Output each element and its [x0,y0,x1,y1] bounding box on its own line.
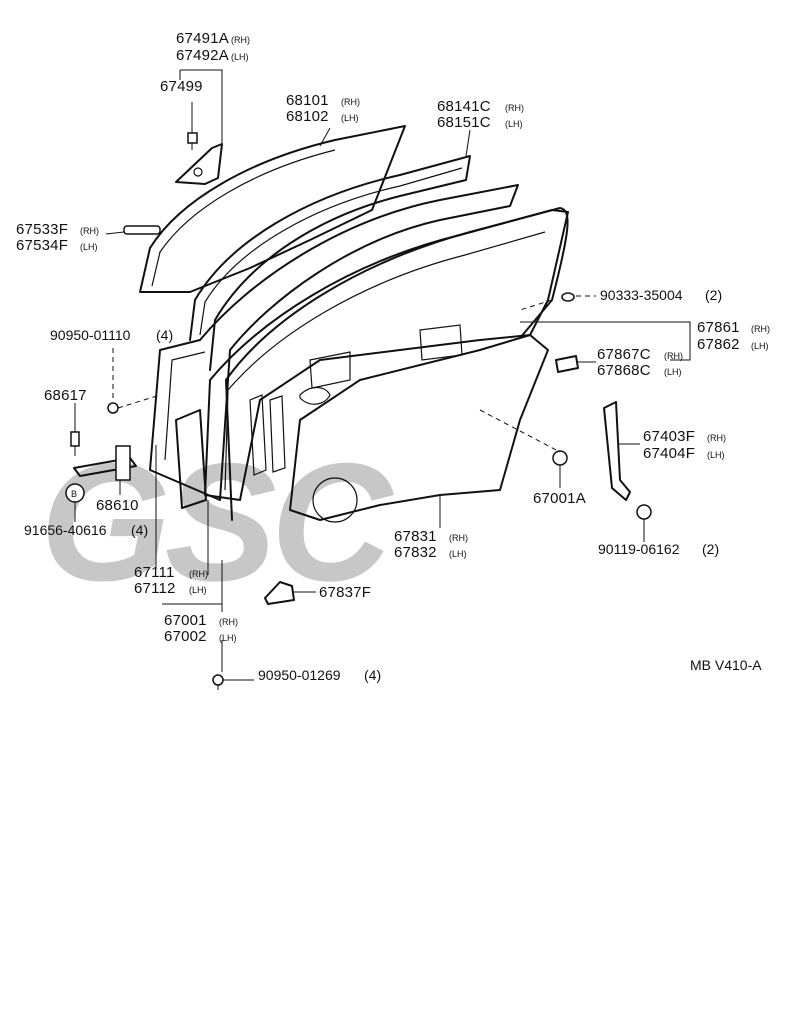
part-number: 67832 [394,544,437,561]
door-frame-outer [149,184,519,501]
part-number: 68617 [44,387,87,404]
callout-68610: 68610 [96,497,139,514]
part-number: 68102 [286,108,329,125]
part-number: 67533F [16,221,68,238]
part-number: 67491A [176,30,229,47]
door-check-68610 [73,445,137,481]
part-number: 67868C [597,362,651,379]
side-note: (RH) [449,533,468,543]
callout-67837F: 67837F [319,584,371,601]
callout-67499: 67499 [160,78,203,95]
quantity: (2) [705,287,722,303]
callout-67867C: 67867C (RH) 67868C (LH) [597,346,683,379]
callout-67001A: 67001A [533,490,586,507]
part-number: 67499 [160,78,203,95]
callout-67491A: 67491A (RH) 67492A (LH) [176,30,250,64]
part-number: 67837F [319,584,371,601]
leader-lines [74,69,691,681]
door-glass [139,125,406,293]
watermark-text: GSC [40,428,395,616]
diagram-code: MB V410-A [690,657,762,673]
door-weatherstrip [225,207,569,521]
part-number: 67112 [134,580,176,597]
part-number: 67831 [394,528,437,545]
quantity: (2) [702,541,719,557]
part-number: 67867C [597,346,651,363]
outer-handle-67837F [264,581,295,605]
callout-68101: 68101 (RH) 68102 (LH) [286,92,360,125]
screw-90119 [636,504,652,520]
part-number: 67534F [16,237,68,254]
part-number: 67001 [164,612,207,629]
side-note: (LH) [231,52,249,62]
side-note: (LH) [751,341,769,351]
side-note: (RH) [219,617,238,627]
callout-67533F: 67533F (RH) 67534F (LH) [16,221,99,254]
bolt-91656-marker: B [65,483,85,503]
side-note: (RH) [231,35,250,45]
part-number: 67492A [176,47,229,64]
part-number: 67403F [643,428,695,445]
part-number: 68101 [286,92,329,109]
part-number: 68610 [96,497,139,514]
cap-67001A [552,450,568,466]
side-note: (LH) [505,119,523,129]
side-note: (RH) [189,569,208,579]
part-number: 68141C [437,98,491,115]
side-note: (LH) [707,450,725,460]
plug-90333 [561,292,575,302]
part-number: 67861 [697,319,740,336]
side-note: (LH) [189,585,207,595]
clip-90950-01269 [212,674,224,690]
part-number: 67002 [164,628,207,645]
side-note: (LH) [219,633,237,643]
side-note: (RH) [664,351,683,361]
part-number: 90950-01110 [50,327,131,343]
callout-67861: 67861 (RH) 67862 (LH) [697,319,770,353]
callout-90950-01269: 90950-01269 (4) [258,667,381,683]
screw-67499 [187,132,198,150]
quarter-window-glass [175,143,223,185]
part-number: 67001A [533,490,586,507]
callout-90333: 90333-35004 (2) [600,287,722,303]
side-note: (LH) [80,242,98,252]
side-note: (LH) [449,549,467,559]
callout-68141C: 68141C (RH) 68151C (LH) [437,98,524,131]
side-note: (RH) [751,324,770,334]
part-number: 68151C [437,114,491,131]
part-number: 90119-06162 [598,541,680,557]
part-number: 67111 [134,564,175,581]
quantity: (4) [131,522,148,538]
side-note: (RH) [80,226,99,236]
bracket-67867C [555,355,579,373]
glass-run-67403F [603,401,631,501]
callout-67111: 67111 (RH) 67112 (LH) [134,564,208,597]
run-channel-68141C [189,155,471,371]
side-note: (LH) [664,367,682,377]
callout-90119: 90119-06162 (2) [598,541,719,557]
callout-68617: 68617 [44,387,87,404]
callout-67403F: 67403F (RH) 67404F (LH) [643,428,726,462]
service-hole-cover [289,334,549,523]
bolt-marker-letter: B [71,489,77,499]
part-number: 90333-35004 [600,287,683,303]
side-note: (RH) [707,433,726,443]
part-number: 67862 [697,336,740,353]
door-hinge-67111 [175,409,207,509]
clip-90950-01110 [107,402,119,414]
quantity: (4) [156,327,173,343]
part-number: 90950-01269 [258,667,341,683]
side-note: (RH) [505,103,524,113]
part-number: 91656-40616 [24,522,107,538]
belt-moulding-67533F [123,225,161,235]
side-note: (RH) [341,97,360,107]
part-number: 67404F [643,445,695,462]
callout-90950-01110: 90950-01110 (4) [50,327,173,343]
callout-67831: 67831 (RH) 67832 (LH) [394,528,468,561]
callout-67001: 67001 (RH) 67002 (LH) [164,612,238,645]
quantity: (4) [364,667,381,683]
callout-91656: 91656-40616 (4) [24,522,148,538]
side-note: (LH) [341,113,359,123]
